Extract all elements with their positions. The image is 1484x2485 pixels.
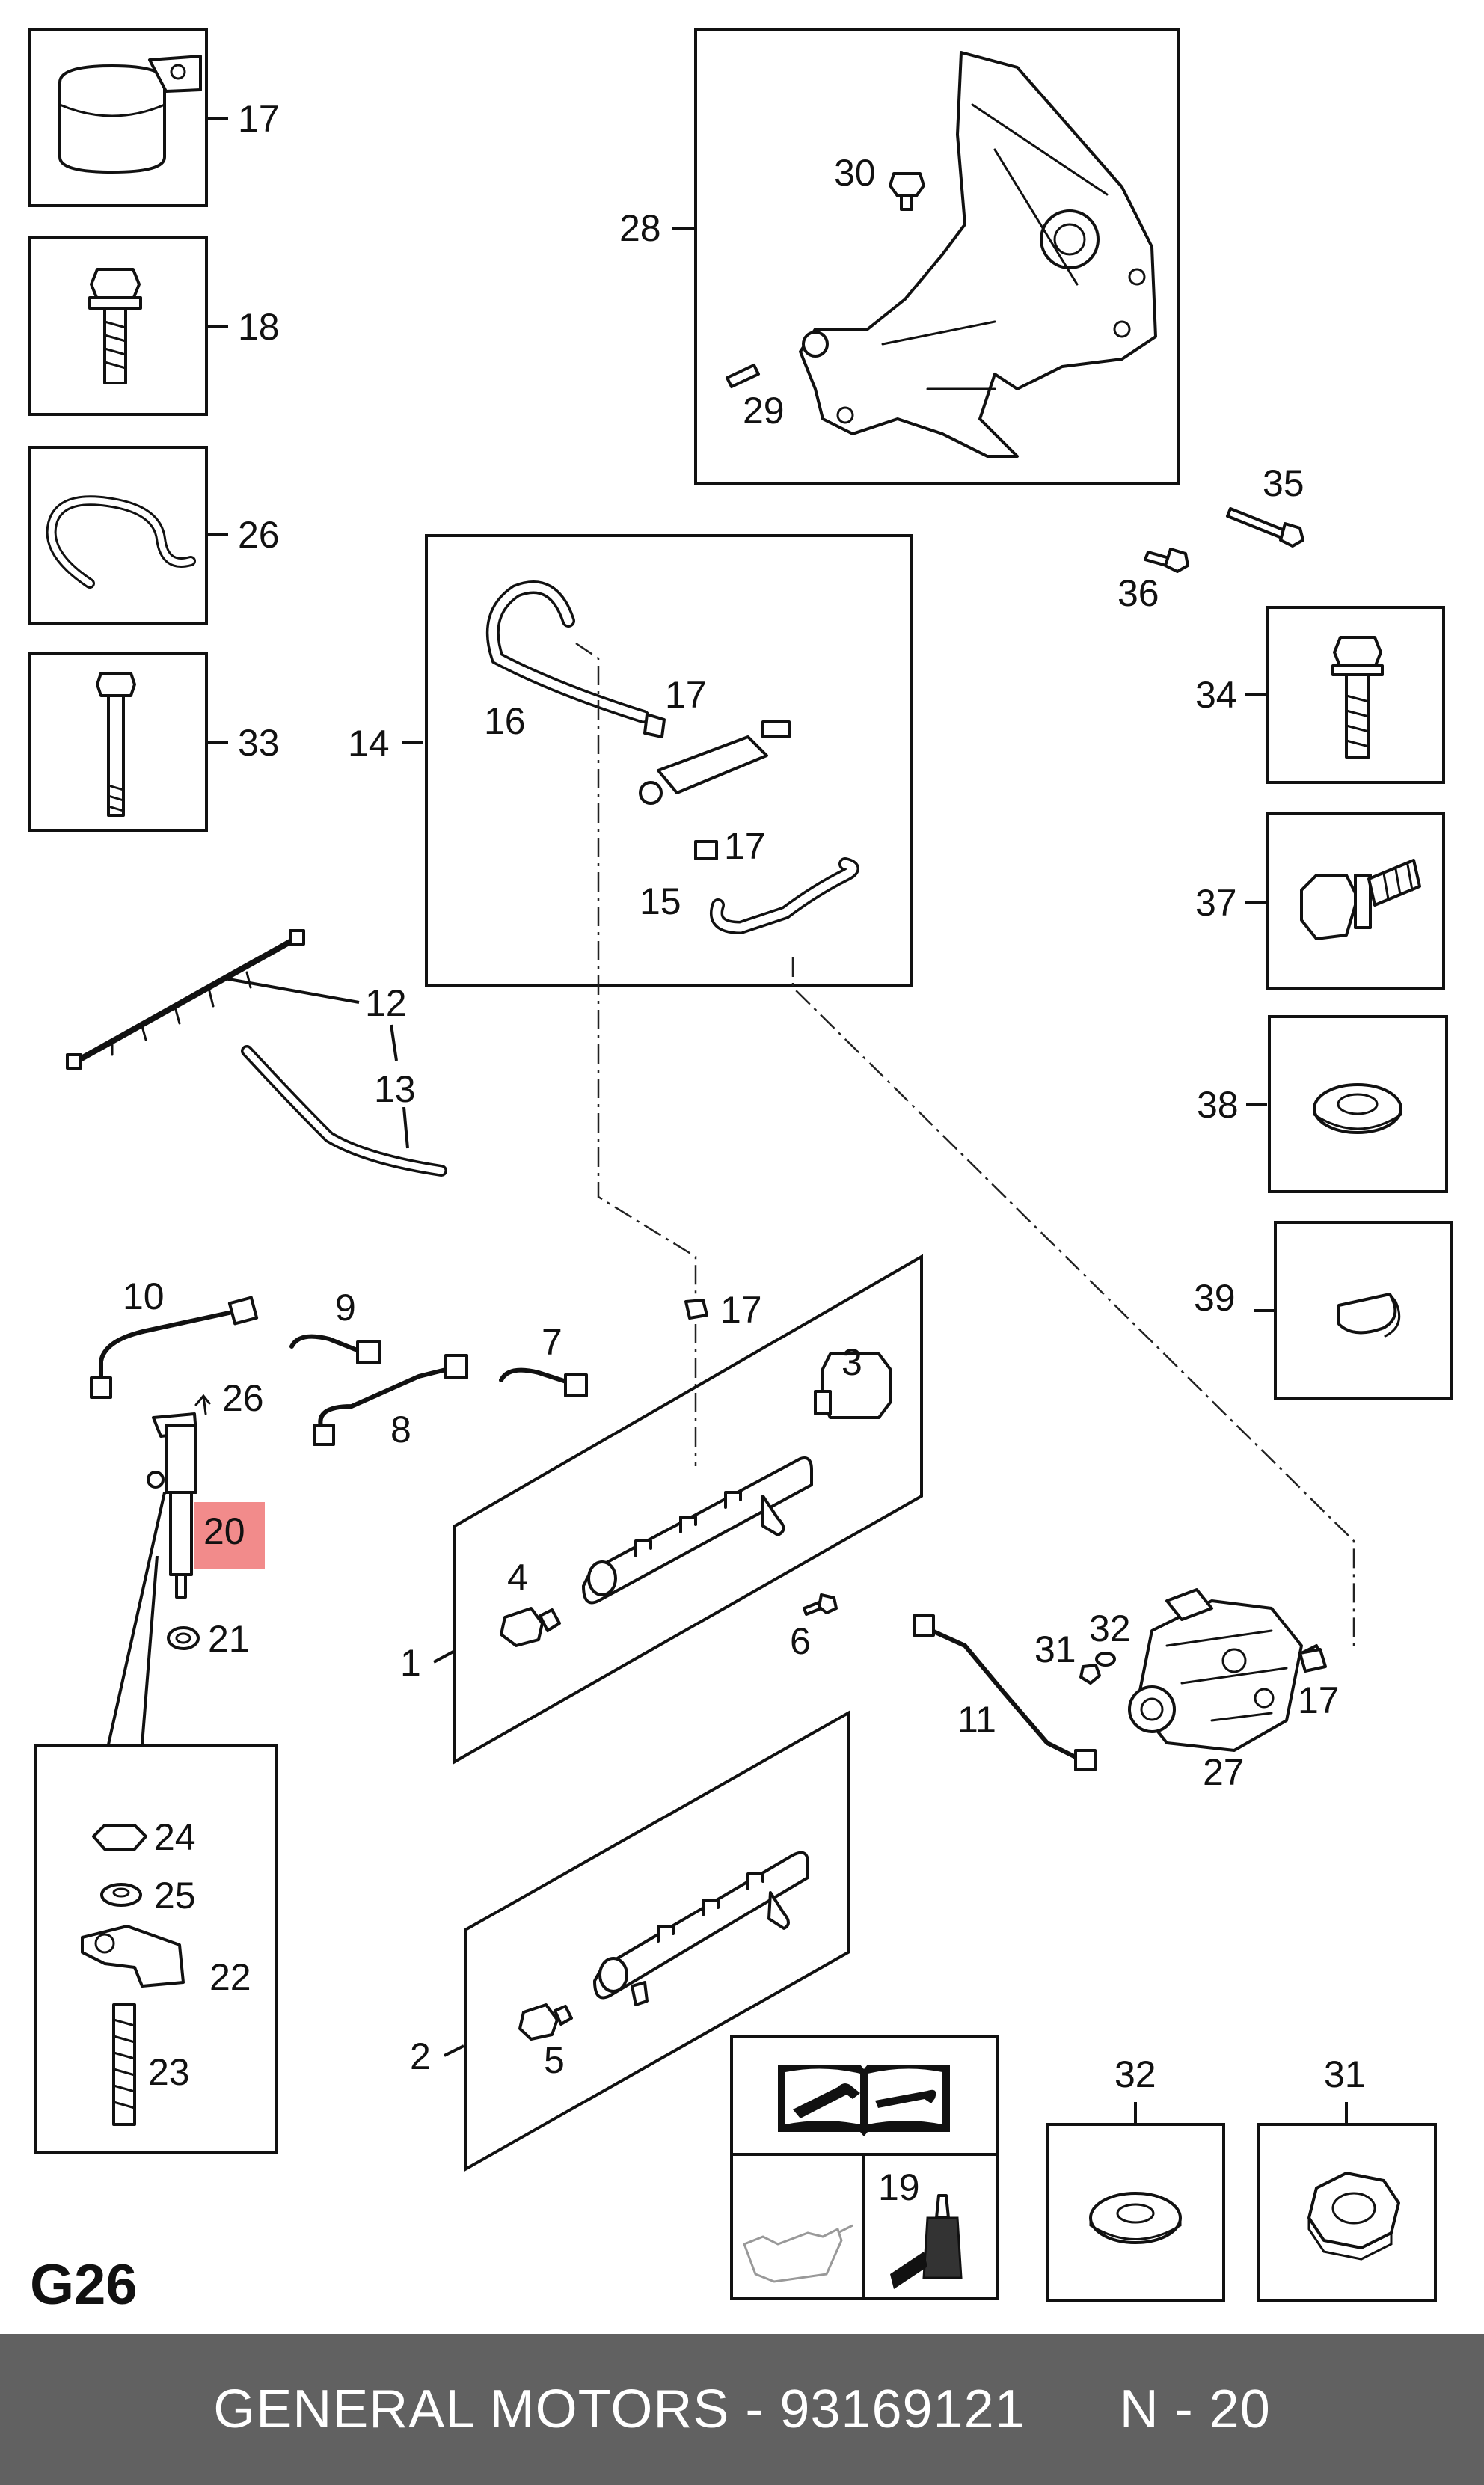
- callout-13: 13: [374, 1068, 416, 1110]
- part-17-clamp-rail[interactable]: [684, 1299, 708, 1320]
- part-box-31-nut[interactable]: [1257, 2123, 1437, 2302]
- callout-32-box: 32: [1114, 2053, 1156, 2095]
- callout-32-pump: 32: [1089, 1608, 1131, 1649]
- part-box-26-hose[interactable]: [28, 446, 208, 625]
- callout-5: 5: [544, 2039, 565, 2081]
- callout-17-rail: 17: [720, 1289, 762, 1331]
- callout-12: 12: [365, 982, 407, 1024]
- callout-9: 9: [335, 1287, 356, 1329]
- callout-17-pump: 17: [1298, 1679, 1340, 1721]
- part-7-pipe[interactable]: [499, 1367, 588, 1397]
- callout-16: 16: [484, 700, 526, 742]
- part-box-2-fuel-rail[interactable]: [464, 1710, 850, 2172]
- callout-23: 23: [148, 2051, 190, 2093]
- part-10-pipe[interactable]: [90, 1296, 259, 1399]
- callout-30: 30: [834, 152, 876, 194]
- callout-29: 29: [743, 390, 785, 432]
- wrench-manual-icon: [778, 2065, 950, 2136]
- callout-17-upper: 17: [665, 674, 707, 716]
- part-20-injector[interactable]: [147, 1412, 197, 1599]
- callout-36: 36: [1117, 572, 1159, 614]
- callout-10: 10: [123, 1275, 165, 1317]
- part-box-39-key[interactable]: [1274, 1221, 1453, 1400]
- part-box-33-stud[interactable]: [28, 652, 208, 832]
- footer-bar: GENERAL MOTORS - 93169121 N - 20: [0, 2334, 1484, 2485]
- part-29-dowel[interactable]: [726, 364, 760, 388]
- callout-31-pump: 31: [1034, 1628, 1076, 1670]
- part-number: 93169121: [779, 2380, 1025, 2439]
- part-36-bolt[interactable]: [1144, 548, 1189, 573]
- callout-38: 38: [1197, 1084, 1239, 1126]
- group-code: G26: [30, 2253, 138, 2317]
- callout-20: 20: [203, 1510, 245, 1552]
- part-box-17-clamp[interactable]: [28, 28, 208, 207]
- part-box-28-bracket[interactable]: [694, 28, 1180, 485]
- callout-37: 37: [1195, 882, 1237, 924]
- callout-22: 22: [209, 1956, 251, 1998]
- sealant-bottle-icon: [890, 2194, 963, 2289]
- part-32-washer-pump[interactable]: [1095, 1652, 1116, 1667]
- callout-35: 35: [1263, 462, 1304, 504]
- callout-1: 1: [400, 1642, 421, 1684]
- callout-27: 27: [1203, 1751, 1245, 1793]
- callout-25: 25: [154, 1875, 196, 1916]
- part-31-nut-pump[interactable]: [1079, 1664, 1101, 1685]
- callout-4: 4: [507, 1557, 528, 1599]
- part-17-clamp-pump[interactable]: [1298, 1648, 1327, 1673]
- callout-26-left: 26: [238, 514, 280, 556]
- part-box-37-bolt[interactable]: [1266, 812, 1445, 990]
- callout-39: 39: [1194, 1277, 1236, 1319]
- part-6-bolt[interactable]: [803, 1593, 838, 1616]
- callout-28: 28: [619, 207, 661, 249]
- callout-8: 8: [390, 1409, 411, 1450]
- callout-2: 2: [410, 2035, 431, 2077]
- callout-6: 6: [790, 1620, 811, 1662]
- part-12-leak-off-harness[interactable]: [66, 929, 305, 1070]
- callout-18: 18: [238, 306, 280, 348]
- callout-7: 7: [542, 1321, 562, 1363]
- oil-can-icon: [743, 2224, 853, 2283]
- part-26-clip[interactable]: [194, 1394, 211, 1415]
- part-box-38-washer[interactable]: [1268, 1015, 1448, 1193]
- callout-20-highlight: [194, 1502, 265, 1569]
- footer-text: GENERAL MOTORS - 93169121 N - 20: [0, 2334, 1484, 2485]
- part-box-14-return-line[interactable]: [425, 534, 913, 987]
- callout-11: 11: [957, 1699, 996, 1741]
- part-8-pipe[interactable]: [313, 1354, 468, 1446]
- callout-33: 33: [238, 722, 280, 764]
- part-box-32-washer[interactable]: [1046, 2123, 1225, 2302]
- callout-21: 21: [208, 1618, 250, 1660]
- part-35-bolt[interactable]: [1226, 507, 1304, 548]
- callout-31-box: 31: [1324, 2053, 1366, 2095]
- part-box-18-bolt[interactable]: [28, 236, 208, 416]
- part-11-high-pressure-pipe[interactable]: [913, 1614, 1097, 1771]
- part-9-pipe[interactable]: [289, 1334, 381, 1364]
- part-30-plug[interactable]: [889, 172, 925, 211]
- part-13-hose[interactable]: [241, 1045, 447, 1177]
- manufacturer-name: GENERAL MOTORS: [213, 2380, 730, 2439]
- footer-separator: -: [729, 2380, 780, 2439]
- part-box-34-bolt[interactable]: [1266, 606, 1445, 784]
- callout-24: 24: [154, 1816, 196, 1858]
- part-box-injector-clamp[interactable]: [34, 1744, 278, 2154]
- callout-3: 3: [841, 1341, 862, 1383]
- callout-17-mid: 17: [724, 825, 766, 867]
- service-icons-box: [730, 2035, 999, 2300]
- part-21-seal[interactable]: [167, 1626, 200, 1650]
- callout-26-center: 26: [222, 1377, 264, 1419]
- callout-17-top: 17: [238, 98, 280, 140]
- callout-19: 19: [878, 2166, 920, 2208]
- callout-14: 14: [348, 723, 390, 765]
- page-number: N - 20: [1119, 2380, 1271, 2439]
- part-27-injection-pump[interactable]: [1128, 1588, 1324, 1752]
- callout-34: 34: [1195, 674, 1237, 716]
- callout-15: 15: [640, 880, 681, 922]
- part-box-1-fuel-rail[interactable]: [453, 1254, 923, 1765]
